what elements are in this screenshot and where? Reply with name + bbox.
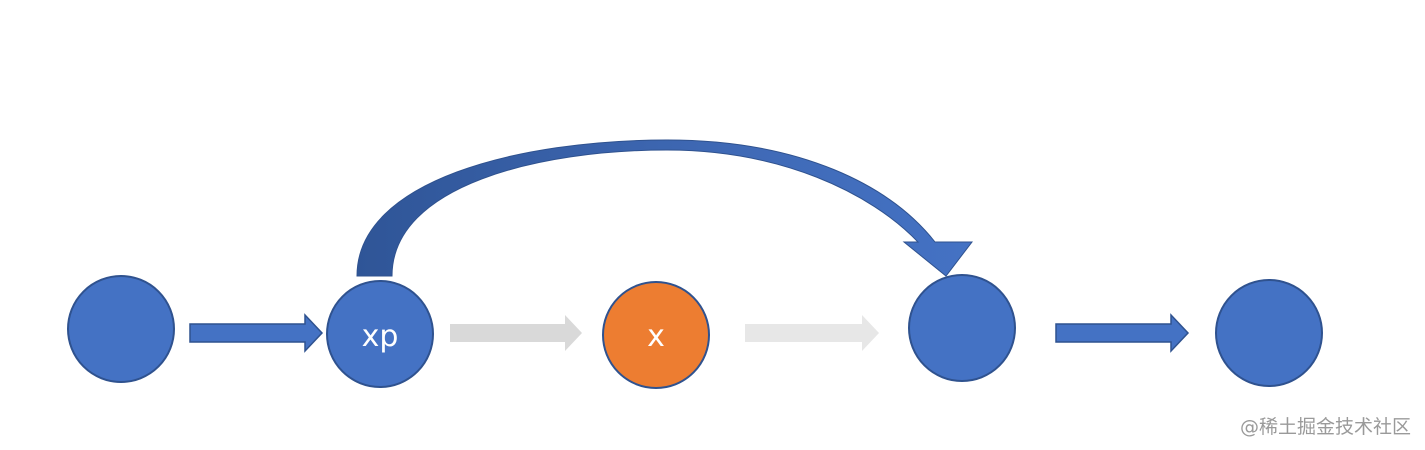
node-4 [908,274,1016,382]
node-1 [67,275,175,383]
node-x-label: x [647,319,665,354]
faded-arrow-x-to-node4 [745,315,879,351]
node-xp: xp [326,280,434,388]
arrow-node1-to-xp [189,313,324,353]
node-xp-label: xp [362,319,399,354]
faded-arrow-xp-to-x [450,315,582,351]
bypass-curved-arrow [356,139,974,277]
arrow-node4-to-node5 [1055,313,1190,353]
node-x: x [602,281,710,389]
node-5 [1215,279,1323,387]
watermark: @稀土掘金技术社区 [1239,416,1411,438]
